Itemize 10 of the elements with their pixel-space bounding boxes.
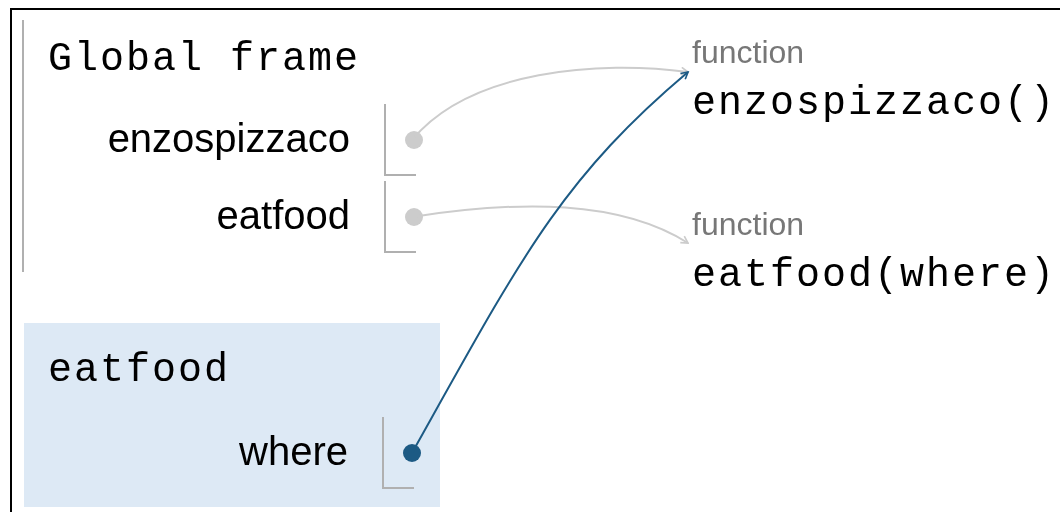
frame-title: eatfood [48,347,231,395]
variable-name: enzospizzaco [107,115,350,162]
function-signature: enzospizzaco() [692,80,1057,128]
frame-title: Global frame [48,36,361,84]
variable-name: where [239,428,348,475]
function-signature: eatfood(where) [692,252,1057,300]
object-type-label: function [692,33,805,72]
variable-name: eatfood [216,192,350,239]
object-type-label: function [692,205,805,244]
frame-panel-highlighted [24,323,440,507]
